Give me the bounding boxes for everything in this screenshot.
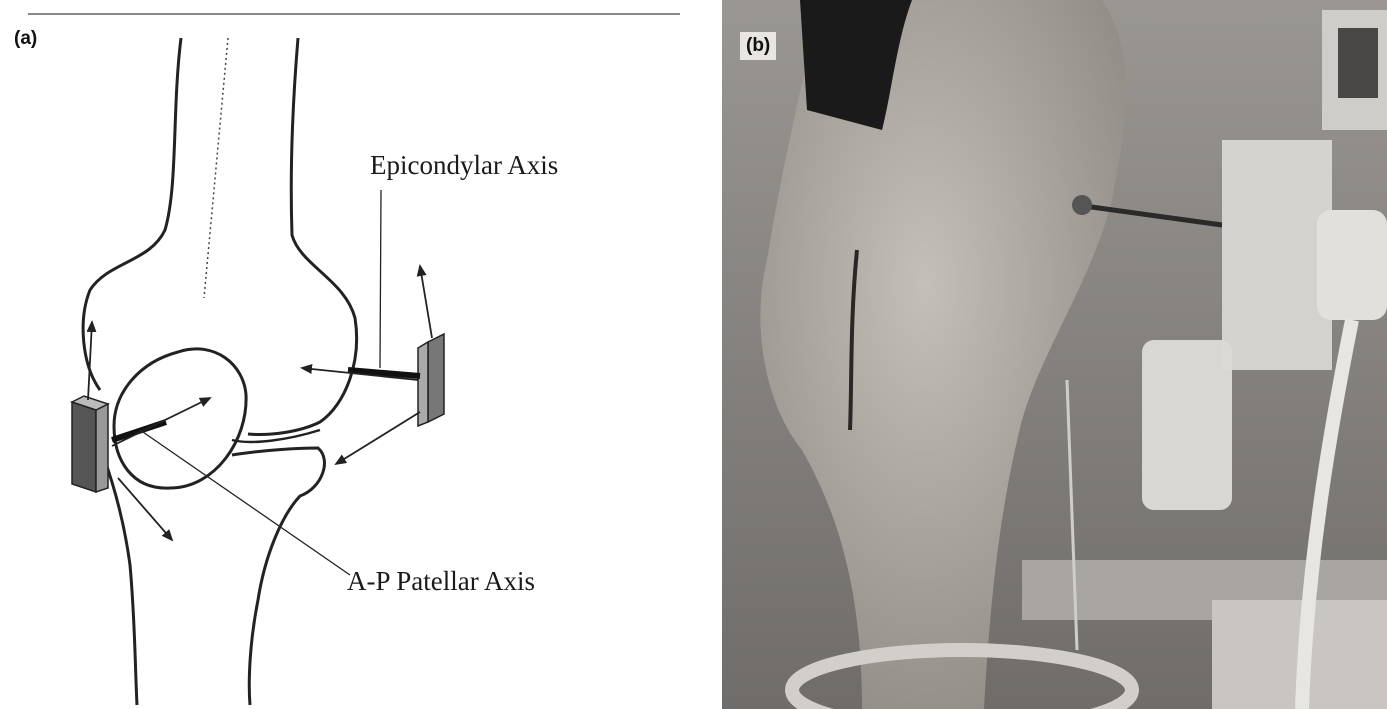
acrylic-block (1222, 140, 1332, 370)
femur-right-edge (248, 38, 357, 435)
tibia-left-edge (103, 455, 137, 705)
femur-midline (204, 38, 228, 298)
ap-patellar-axis-label: A-P Patellar Axis (347, 566, 535, 597)
sensor-housing (1317, 210, 1387, 320)
monitor-screen (1338, 28, 1378, 98)
right-marker-block (418, 334, 444, 426)
panel-b-label: (b) (740, 32, 776, 60)
arrow-right-up (420, 266, 432, 338)
epicondylar-leader (380, 190, 381, 368)
patella-outline (114, 349, 246, 488)
femur-left-edge (83, 38, 181, 390)
epicondylar-axis-label: Epicondylar Axis (370, 150, 558, 181)
screw-head (1072, 195, 1092, 215)
panel-b-photo: (b) (722, 0, 1387, 709)
left-marker-block (72, 396, 108, 492)
panel-a-label: (a) (14, 28, 37, 50)
knee-line-drawing (0, 0, 680, 709)
bottle (1142, 340, 1232, 510)
arrow-left-up (88, 322, 92, 400)
knee-specimen-photo (722, 0, 1387, 709)
panel-a-diagram: (a) Epicondylar Axis A-P Patellar Axis (0, 0, 680, 709)
joint-line (232, 430, 320, 442)
arrow-right-down (336, 412, 420, 464)
tibia-right-edge (232, 448, 324, 705)
